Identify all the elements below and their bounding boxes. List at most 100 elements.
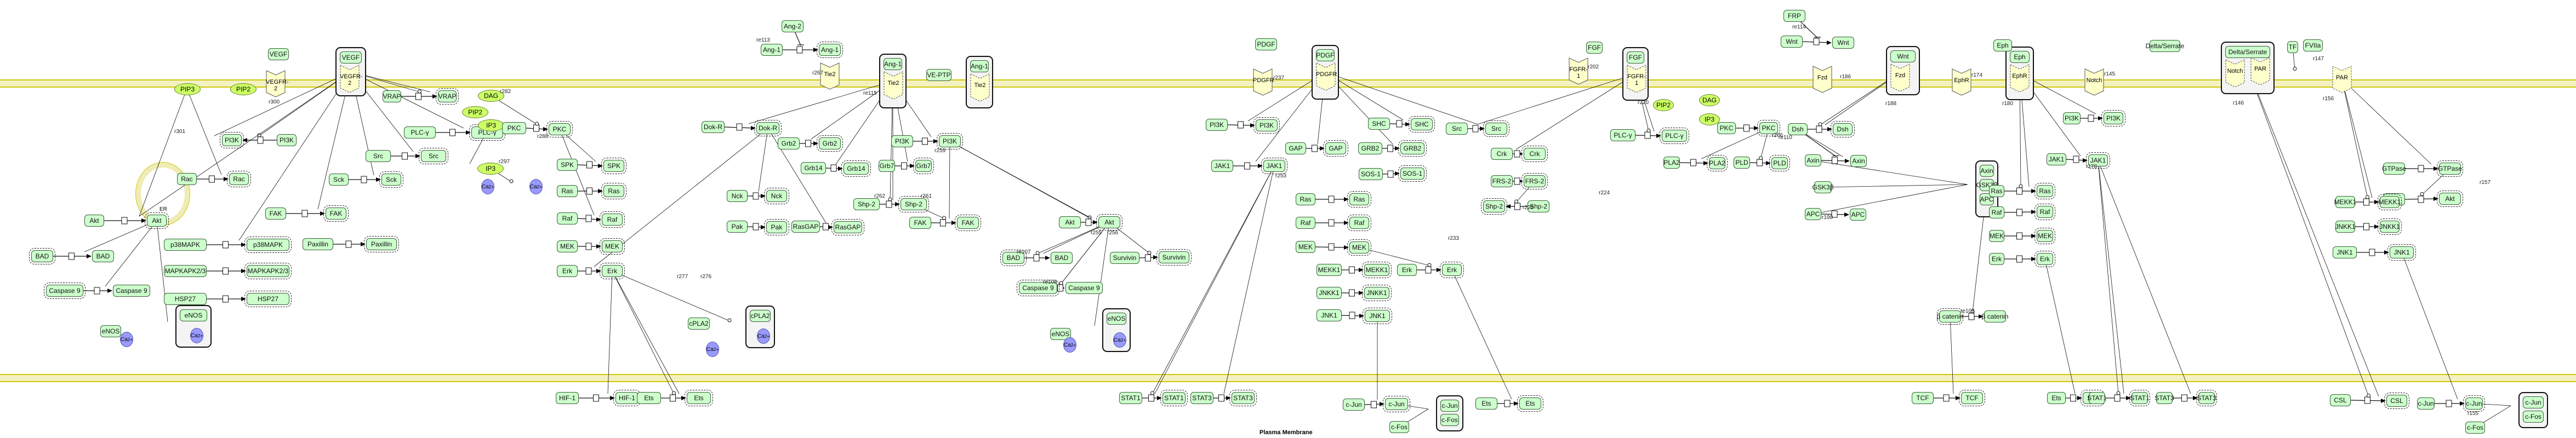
species-pdgf[interactable]: PDGF xyxy=(1255,38,1277,50)
species-c-fos[interactable]: c-Fos xyxy=(2465,422,2485,434)
species-vrap[interactable]: VRAP xyxy=(383,90,401,102)
species-nck[interactable]: Nck xyxy=(727,190,748,202)
species-akt[interactable]: Akt xyxy=(84,215,104,227)
species-frp[interactable]: FRP xyxy=(1783,10,1805,22)
species-crk[interactable]: Crk xyxy=(1491,148,1513,160)
reaction-process-node[interactable] xyxy=(449,129,455,136)
species-erk[interactable]: Erk xyxy=(557,265,578,277)
reaction-process-node[interactable] xyxy=(1387,145,1393,152)
species-mekk1[interactable]: MEKK1 xyxy=(1317,264,1342,276)
reaction-process-node[interactable] xyxy=(301,210,308,217)
reaction-process-node[interactable] xyxy=(586,187,592,195)
species-ras[interactable]: Ras xyxy=(557,185,578,197)
species-jnkk1[interactable]: JNKK1 xyxy=(1317,287,1342,299)
species-pi3k[interactable]: PI3K xyxy=(937,133,963,149)
species-grb2[interactable]: Grb2 xyxy=(817,135,843,152)
species-survivin[interactable]: Survivin xyxy=(1156,249,1192,266)
species-caspase-9[interactable]: Caspase 9 xyxy=(1017,280,1059,296)
reaction-process-node[interactable] xyxy=(1831,210,1838,218)
species-ras[interactable]: Ras xyxy=(601,183,626,199)
species-spk[interactable]: SPK xyxy=(557,159,578,171)
reaction-process-node[interactable] xyxy=(2016,187,2022,195)
species-apc[interactable]: APC xyxy=(1805,208,1821,220)
species-fak[interactable]: FAK xyxy=(265,208,286,220)
species-gsk3[interactable]: GSK3β xyxy=(1813,181,1833,193)
metabolite-pip2[interactable]: PIP2 xyxy=(1653,99,1674,111)
reaction-process-node[interactable] xyxy=(1968,313,1975,320)
reaction-process-node[interactable] xyxy=(1514,177,1520,185)
species-wnt[interactable]: Wnt xyxy=(1832,37,1854,49)
species--catenin[interactable]: β catenin xyxy=(1982,310,2008,322)
metabolite-dag[interactable]: DAG xyxy=(1699,94,1720,106)
species-pi3k[interactable]: PI3K xyxy=(1206,119,1228,131)
species-raf[interactable]: Raf xyxy=(557,212,578,224)
receptor-par[interactable]: PAR xyxy=(2332,66,2352,93)
species-cpla2[interactable]: cPLA2 xyxy=(688,318,710,330)
species-ets[interactable]: Ets xyxy=(685,390,713,406)
species-grb7[interactable]: Grb7 xyxy=(879,160,895,172)
species-erk[interactable]: Erk xyxy=(1440,262,1464,278)
reaction-process-node[interactable] xyxy=(2446,400,2452,407)
reaction-process-node[interactable] xyxy=(586,161,592,169)
species-stat1[interactable]: STAT1 xyxy=(2087,392,2107,404)
species-raf[interactable]: Raf xyxy=(1347,215,1371,231)
receptor-tie2[interactable]: Tie2 xyxy=(820,62,840,90)
reaction-process-node[interactable] xyxy=(1371,401,1377,408)
species-shp-2[interactable]: Shp-2 xyxy=(898,196,929,212)
species-pla2[interactable]: PLA2 xyxy=(1663,157,1680,169)
species-rac[interactable]: Rac xyxy=(227,171,251,187)
reaction-process-node[interactable] xyxy=(1349,312,1355,319)
reaction-process-node[interactable] xyxy=(1328,195,1335,203)
species-mek[interactable]: MEK xyxy=(600,238,625,255)
species-caspase-9[interactable]: Caspase 9 xyxy=(113,285,150,297)
species-axin[interactable]: Axin xyxy=(1805,154,1821,166)
reaction-process-node[interactable] xyxy=(1312,145,1318,152)
species-pi3k[interactable]: PI3K xyxy=(2101,110,2125,126)
reaction-process-node[interactable] xyxy=(886,200,892,208)
species-pla2[interactable]: PLA2 xyxy=(1707,155,1728,171)
species-ang-1[interactable]: Ang-1 xyxy=(817,42,843,58)
species-spk[interactable]: SPK xyxy=(601,158,626,174)
species-sos-1[interactable]: SOS-1 xyxy=(1398,165,1427,182)
species-hsp27[interactable]: HSP27 xyxy=(244,291,292,307)
species-c-jun[interactable]: c-Jun xyxy=(2463,395,2485,412)
reaction-process-node[interactable] xyxy=(1238,121,1244,129)
species-pkc[interactable]: PKC xyxy=(1757,120,1780,136)
species-pi3k[interactable]: PI3K xyxy=(891,135,913,147)
species-akt[interactable]: Akt xyxy=(1059,216,1081,228)
reaction-process-node[interactable] xyxy=(1148,394,1154,402)
species-akt[interactable]: Akt xyxy=(1096,214,1122,230)
reaction-process-node[interactable] xyxy=(257,136,264,144)
reaction-process-node[interactable] xyxy=(940,219,946,227)
species-plc[interactable]: PLC-γ xyxy=(1660,128,1689,144)
species-mek[interactable]: MEK xyxy=(1989,230,2004,242)
species-hif-1[interactable]: HIF-1 xyxy=(613,390,641,406)
species-grb14[interactable]: Grb14 xyxy=(841,160,871,177)
species-stat1[interactable]: STAT1 xyxy=(2129,390,2150,406)
species-dsh[interactable]: Dsh xyxy=(1788,123,1808,135)
species-erk[interactable]: Erk xyxy=(1989,253,2004,265)
species-fviia[interactable]: FVIIa xyxy=(2303,39,2323,51)
species-stat1[interactable]: STAT1 xyxy=(1160,390,1188,406)
reaction-process-node[interactable] xyxy=(1943,394,1950,402)
species-csl[interactable]: CSL xyxy=(2384,393,2409,409)
reaction-process-node[interactable] xyxy=(2114,394,2121,402)
reaction-process-node[interactable] xyxy=(1145,254,1151,262)
reaction-process-node[interactable] xyxy=(2073,155,2079,163)
species-src[interactable]: Src xyxy=(1483,120,1509,137)
species-bad[interactable]: BAD xyxy=(1051,252,1073,264)
species-plc[interactable]: PLC-γ xyxy=(1610,129,1635,141)
species-caspase-9[interactable]: Caspase 9 xyxy=(1065,282,1103,294)
species-enos[interactable]: eNOS xyxy=(1050,328,1071,340)
species-fak[interactable]: FAK xyxy=(955,215,981,231)
species-gap[interactable]: GAP xyxy=(1323,140,1348,157)
species-sos-1[interactable]: SOS-1 xyxy=(1359,168,1383,180)
species-ve-ptp[interactable]: VE-PTP xyxy=(926,69,951,81)
reaction-process-node[interactable] xyxy=(223,241,229,249)
